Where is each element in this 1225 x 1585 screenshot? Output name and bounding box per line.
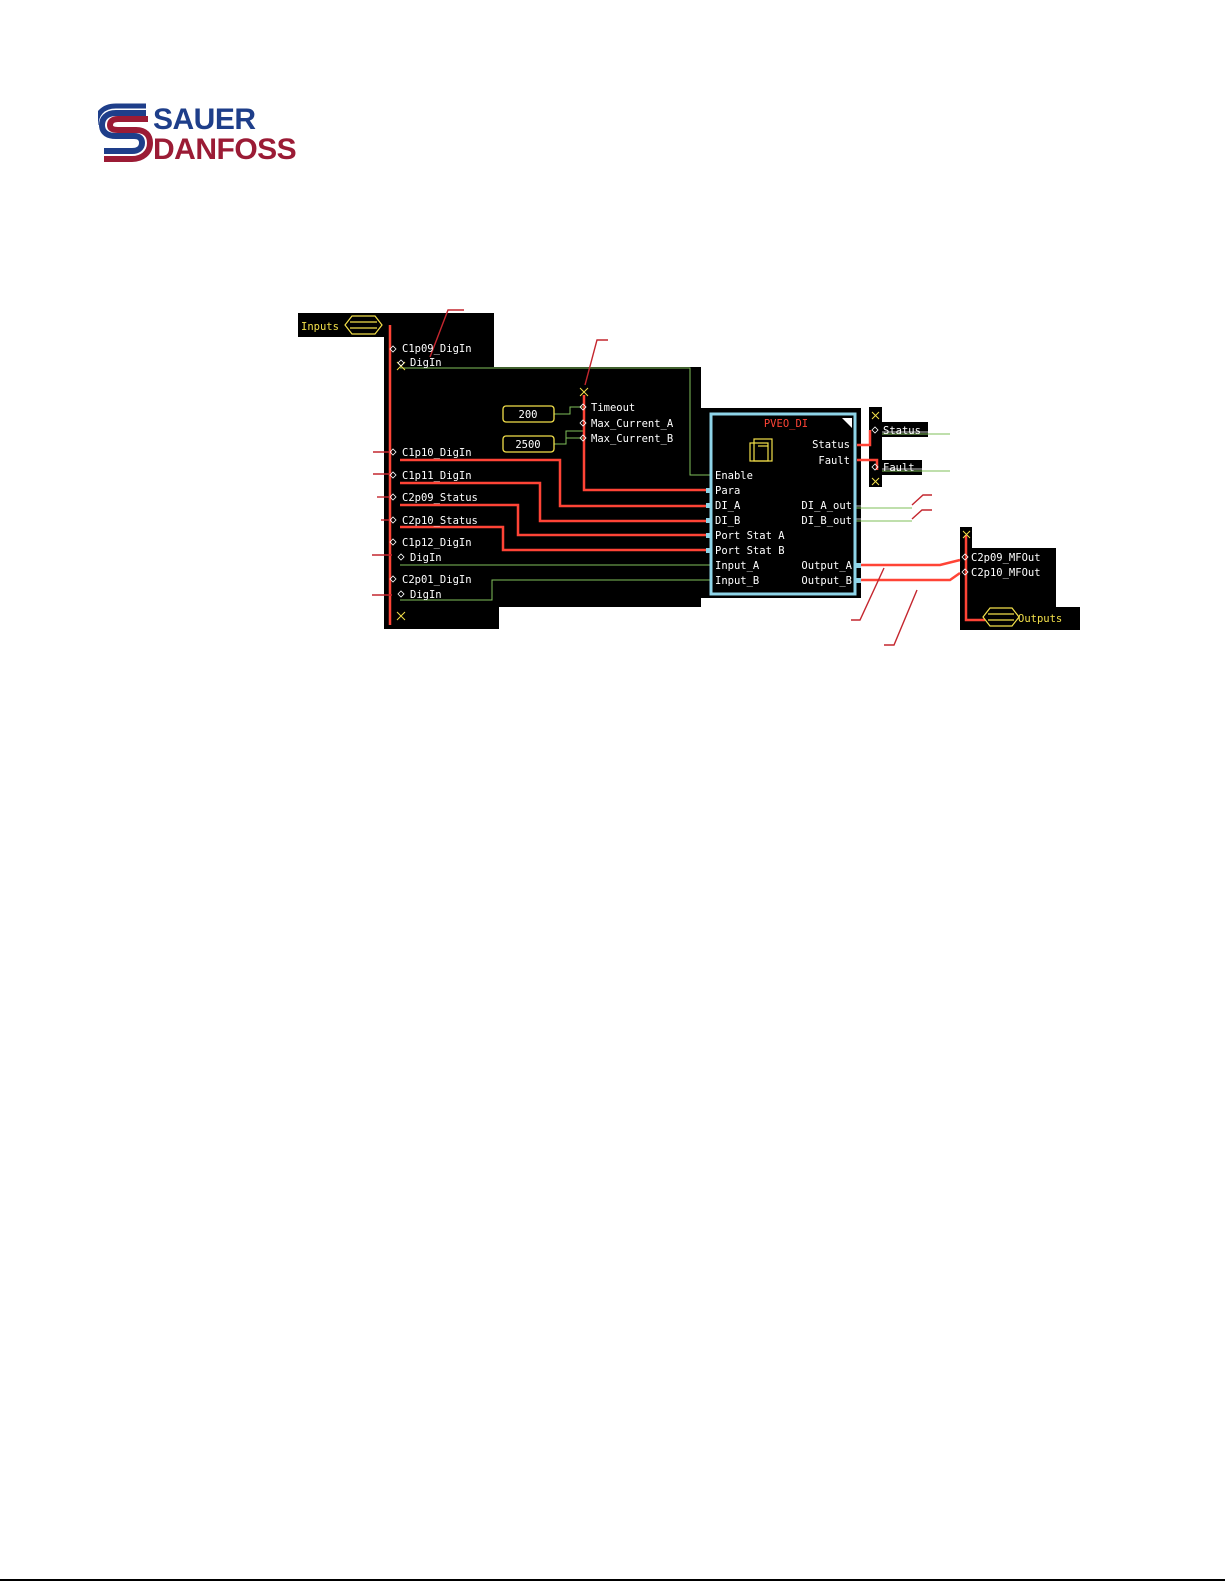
function-block-title: PVEO_DI (764, 418, 808, 430)
logo-text-danfoss: DANFOSS (153, 133, 297, 166)
bus-connectors (344, 315, 1020, 627)
signal-digin-2: DigIn (410, 552, 442, 564)
pin-port-stat-b: Port Stat B (715, 545, 785, 557)
folder-icon (749, 438, 773, 462)
output-c2p09-mfout: C2p09_MFOut (971, 552, 1041, 564)
pin-di-b-out: DI_B_out (801, 515, 852, 527)
outputs-bus-label: Outputs (1018, 613, 1062, 625)
signal-digin-3: DigIn (410, 589, 442, 601)
signal-c1p10: C1p10_DigIn (402, 447, 472, 459)
signal-digin-1: DigIn (410, 357, 442, 369)
output-status: Status (883, 425, 921, 437)
pin-fault: Fault (818, 455, 850, 467)
junction-markers (396, 361, 971, 621)
signal-c2p01: C2p01_DigIn (402, 574, 472, 586)
sauer-danfoss-logo: SAUER DANFOSS (98, 103, 316, 165)
pin-output-a: Output_A (801, 560, 852, 572)
output-fault: Fault (883, 462, 915, 474)
output-wire-accents (855, 431, 950, 520)
logo-text-sauer: SAUER (153, 103, 256, 136)
param-max-current-a: Max_Current_A (591, 418, 674, 430)
terminal-diamonds (389, 345, 969, 598)
pin-di-b: DI_B (715, 515, 740, 527)
function-block[interactable] (706, 412, 861, 596)
pin-output-b: Output_B (801, 575, 852, 587)
signal-c2p09-status: C2p09_Status (402, 492, 478, 504)
red-wires (388, 325, 985, 625)
pin-para: Para (715, 485, 740, 497)
constant-200: 200 (519, 409, 538, 421)
output-c2p10-mfout: C2p10_MFOut (971, 567, 1041, 579)
pin-input-b: Input_B (715, 575, 759, 587)
signal-c2p10-status: C2p10_Status (402, 515, 478, 527)
function-block-pins (706, 488, 861, 583)
constant-boxes (502, 405, 555, 453)
param-timeout: Timeout (591, 402, 635, 414)
page-bottom-rule (0, 1579, 1225, 1581)
pin-di-a: DI_A (715, 500, 741, 512)
pin-di-a-out: DI_A_out (801, 500, 852, 512)
pin-input-a: Input_A (715, 560, 760, 572)
green-wires (400, 367, 950, 601)
constant-2500: 2500 (515, 439, 540, 451)
logo-mark-icon (98, 103, 154, 162)
pin-port-stat-a: Port Stat A (715, 530, 785, 542)
signal-c1p09: C1p09_DigIn (402, 343, 472, 355)
param-max-current-b: Max_Current_B (591, 433, 673, 445)
signal-c1p12: C1p12_DigIn (402, 537, 472, 549)
wiring-diagram: Inputs Outputs C1p09_DigIn DigIn C1p10_D… (298, 309, 1080, 646)
inputs-bus-label: Inputs (301, 321, 339, 333)
signal-c1p11: C1p11_DigIn (402, 470, 472, 482)
pin-enable: Enable (715, 470, 753, 482)
pin-status: Status (812, 439, 850, 451)
callout-lines (372, 309, 932, 646)
